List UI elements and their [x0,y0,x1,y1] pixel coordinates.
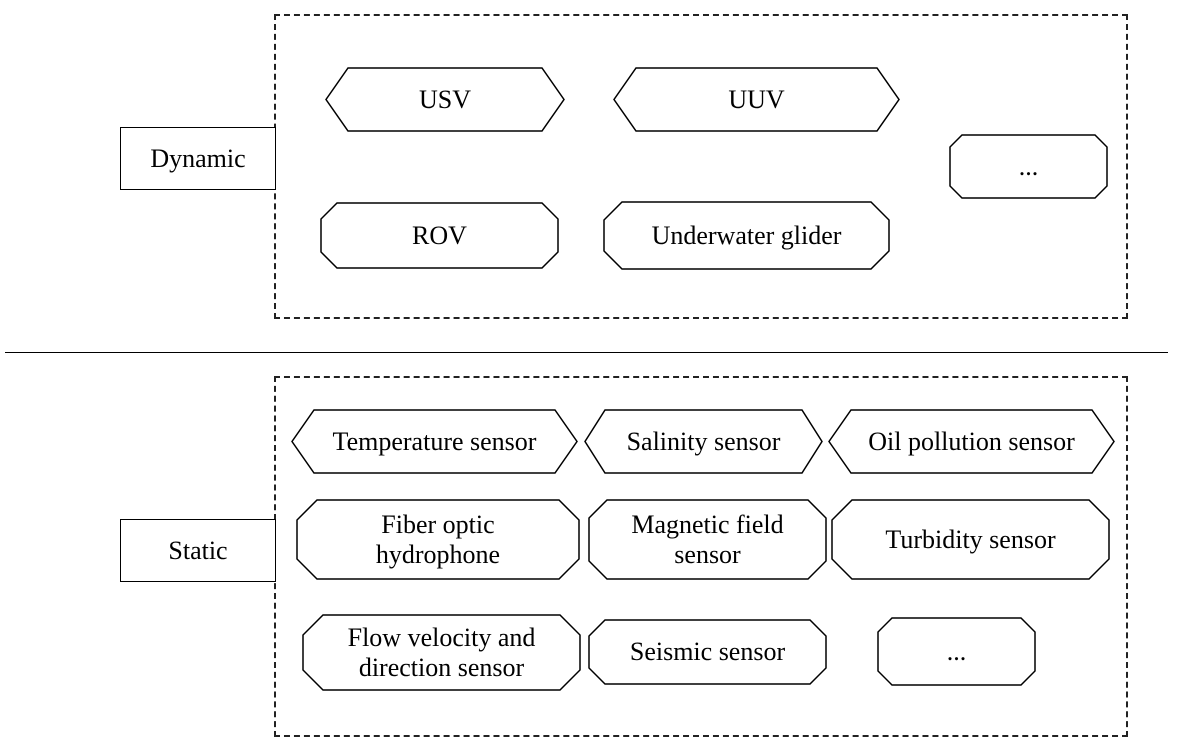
node-fiber-optic-hydrophone: Fiber optic hydrophone [296,499,580,580]
node-label: ... [1018,151,1039,181]
node-underwater-glider: Underwater glider [603,201,890,270]
dynamic-category-label: Dynamic [120,127,276,190]
node-rov: ROV [320,202,559,269]
node-seismic-sensor: Seismic sensor [588,619,827,685]
node-dynamic-more: ... [949,134,1108,199]
node-label: Magnetic field sensor [631,509,784,569]
node-label: USV [418,84,471,114]
node-label: UUV [728,84,785,114]
node-magnetic-field-sensor: Magnetic field sensor [588,499,827,580]
node-usv: USV [325,67,565,132]
node-turbidity-sensor: Turbidity sensor [831,499,1110,580]
section-divider [5,352,1168,353]
node-label: Turbidity sensor [885,524,1056,554]
static-category-label: Static [120,519,276,582]
node-label: Fiber optic hydrophone [375,509,501,569]
node-uuv: UUV [613,67,900,132]
node-salinity-sensor: Salinity sensor [584,409,823,474]
node-label: Temperature sensor [332,426,537,456]
node-label: Underwater glider [651,220,842,250]
node-label: Oil pollution sensor [868,426,1075,456]
node-label: ... [946,636,967,666]
node-flow-velocity-sensor: Flow velocity and direction sensor [302,614,581,691]
node-label: Salinity sensor [626,426,781,456]
node-oil-pollution-sensor: Oil pollution sensor [828,409,1115,474]
node-label: Seismic sensor [629,637,786,666]
node-temperature-sensor: Temperature sensor [291,409,578,474]
node-static-more: ... [877,617,1036,686]
node-label: ROV [412,220,467,250]
node-label: Flow velocity and direction sensor [347,622,536,682]
